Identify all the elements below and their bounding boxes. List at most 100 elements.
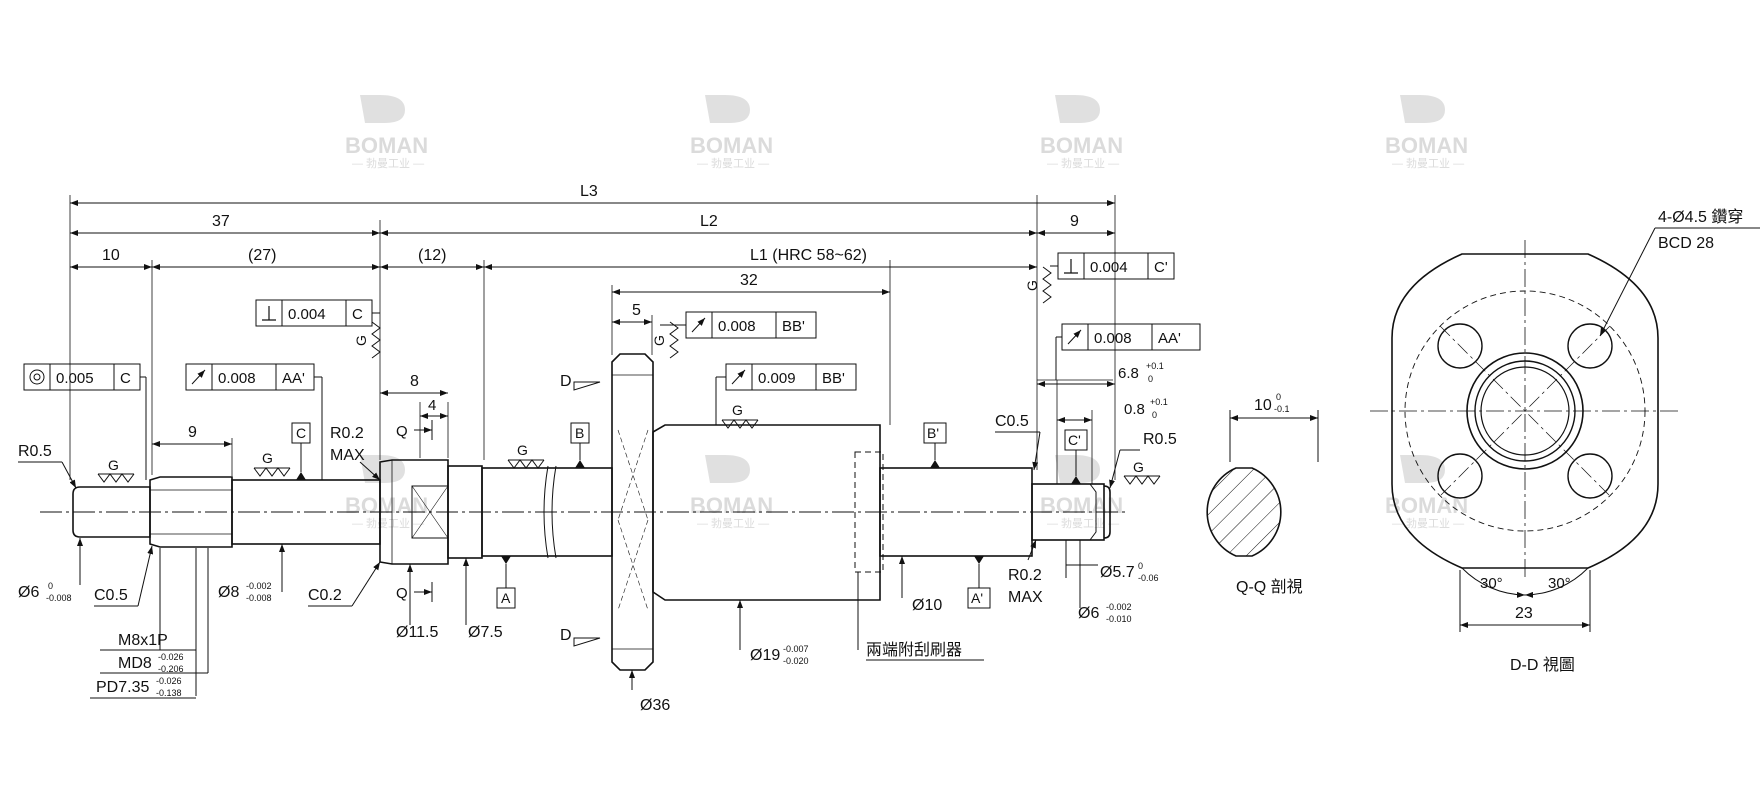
svg-text:0: 0	[48, 581, 53, 591]
datum-cp: C'	[1064, 429, 1088, 484]
svg-text:G: G	[108, 457, 119, 473]
svg-text:G: G	[732, 402, 743, 418]
datum-a: A	[496, 556, 516, 609]
surface-finish-marks: G G G G G G G G	[97, 266, 1161, 485]
svg-text:BB': BB'	[822, 370, 845, 387]
svg-text:L1 (HRC 58~62): L1 (HRC 58~62)	[750, 247, 867, 264]
runout-icon	[1067, 329, 1082, 345]
svg-text:-0.010: -0.010	[1106, 614, 1132, 624]
svg-text:4: 4	[428, 397, 436, 414]
svg-text:10: 10	[102, 247, 120, 264]
svg-text:D: D	[560, 373, 572, 390]
svg-text:— 勃曼工业 —: — 勃曼工业 —	[1047, 517, 1119, 530]
svg-text:0.004: 0.004	[1090, 259, 1128, 276]
datum-ap: A'	[967, 556, 991, 609]
svg-text:G: G	[651, 335, 667, 346]
svg-text:AA': AA'	[1158, 330, 1181, 347]
svg-text:Ø10: Ø10	[912, 597, 942, 614]
mount-hole-icon	[1567, 453, 1613, 499]
runout-frame-bb1: 0.008 BB'	[660, 311, 817, 339]
finish-mark-icon: G	[353, 321, 381, 359]
svg-text:R0.2: R0.2	[330, 425, 364, 442]
svg-text:L2: L2	[700, 213, 718, 230]
svg-text:0: 0	[1152, 410, 1157, 420]
svg-text:A: A	[501, 590, 511, 606]
svg-text:-0.026: -0.026	[156, 676, 182, 686]
svg-text:BOMAN: BOMAN	[690, 133, 773, 158]
svg-text:-0.026: -0.026	[158, 652, 184, 662]
svg-text:-0.008: -0.008	[46, 593, 72, 603]
svg-text:10: 10	[1254, 397, 1272, 414]
finish-mark-icon: G	[1024, 266, 1052, 304]
svg-text:37: 37	[212, 213, 230, 230]
finish-mark-icon: G	[651, 321, 679, 359]
svg-text:G: G	[262, 450, 273, 466]
thread-spec: M8x1P MD8 -0.026 -0.206 PD7.35 -0.026 -0…	[90, 548, 209, 699]
runout-icon	[191, 369, 206, 385]
svg-text:0: 0	[1148, 374, 1153, 384]
runout-icon	[691, 317, 706, 333]
svg-text:PD7.35: PD7.35	[96, 679, 149, 696]
svg-text:Ø11.5: Ø11.5	[396, 624, 439, 641]
svg-text:M8x1P: M8x1P	[118, 632, 168, 649]
svg-text:— 勃曼工业 —: — 勃曼工业 —	[352, 517, 424, 530]
svg-text:C': C'	[1068, 432, 1081, 448]
svg-text:0: 0	[1138, 561, 1143, 571]
svg-text:Ø36: Ø36	[640, 697, 670, 714]
svg-text:-0.007: -0.007	[783, 644, 809, 654]
dimension-texts: L3 37 L2 9 10 (27) (12) L1 (HRC 58~62) 3…	[102, 183, 1168, 441]
svg-text:+0.1: +0.1	[1146, 361, 1164, 371]
datum-bp: B'	[923, 422, 947, 468]
svg-text:R0.2: R0.2	[1008, 567, 1042, 584]
svg-text:BOMAN: BOMAN	[345, 133, 428, 158]
svg-text:Ø19: Ø19	[750, 647, 780, 664]
svg-text:(12): (12)	[418, 247, 446, 264]
svg-text:AA': AA'	[282, 370, 305, 387]
svg-text:9: 9	[188, 424, 197, 441]
svg-text:Q: Q	[396, 423, 408, 440]
watermark-logo-icon: BOMAN — 勃曼工业 —	[690, 455, 773, 530]
svg-text:4-Ø4.5 鑽穿: 4-Ø4.5 鑽穿	[1658, 208, 1743, 226]
svg-text:5: 5	[632, 302, 641, 319]
svg-text:C: C	[120, 370, 131, 387]
runout-frame-aa: 0.008 AA'	[185, 363, 323, 480]
watermark-logo-icon: BOMAN — 勃曼工业 —	[1385, 455, 1468, 530]
datum-b: B	[570, 422, 590, 468]
svg-text:0.008: 0.008	[718, 318, 756, 335]
svg-text:— 勃曼工业 —: — 勃曼工业 —	[1047, 157, 1119, 170]
svg-text:0: 0	[1276, 392, 1281, 402]
svg-text:R0.5: R0.5	[18, 443, 52, 460]
perpendicular-icon	[262, 306, 276, 321]
svg-text:BCD 28: BCD 28	[1658, 235, 1714, 252]
svg-text:8: 8	[410, 373, 419, 390]
extension-lines	[69, 195, 1116, 484]
watermark-logo-icon: BOMAN — 勃曼工业 —	[345, 95, 428, 170]
concentricity-icon	[29, 369, 45, 385]
callouts: R0.5 R0.2 MAX C0.5 C0.2 C0.5 R0.2 MAX R0…	[18, 373, 1177, 647]
svg-text:0.008: 0.008	[218, 370, 256, 387]
mount-hole-icon	[1567, 323, 1613, 369]
svg-text:30°: 30°	[1480, 575, 1503, 592]
svg-text:C: C	[296, 425, 306, 441]
svg-text:G: G	[1133, 459, 1144, 475]
svg-text:C0.5: C0.5	[94, 587, 128, 604]
svg-text:L3: L3	[580, 183, 598, 200]
watermark-logo-icon: BOMAN — 勃曼工业 —	[345, 455, 428, 530]
svg-text:+0.1: +0.1	[1150, 397, 1168, 407]
svg-text:0.009: 0.009	[758, 370, 796, 387]
datum-labels: C B A B' A' C'	[291, 422, 1088, 609]
svg-text:Ø6: Ø6	[18, 584, 39, 601]
svg-text:0.005: 0.005	[56, 370, 94, 387]
svg-text:-0.138: -0.138	[156, 688, 182, 698]
svg-text:— 勃曼工业 —: — 勃曼工业 —	[1392, 157, 1464, 170]
svg-text:MAX: MAX	[330, 447, 365, 464]
svg-text:Ø5.7: Ø5.7	[1100, 564, 1135, 581]
screw-shaft	[72, 353, 1111, 671]
finish-mark-icon: G	[1123, 459, 1161, 485]
svg-text:23: 23	[1515, 605, 1533, 622]
mount-hole-icon	[1437, 323, 1483, 369]
svg-text:BB': BB'	[782, 318, 805, 335]
svg-text:0.8: 0.8	[1124, 401, 1145, 418]
